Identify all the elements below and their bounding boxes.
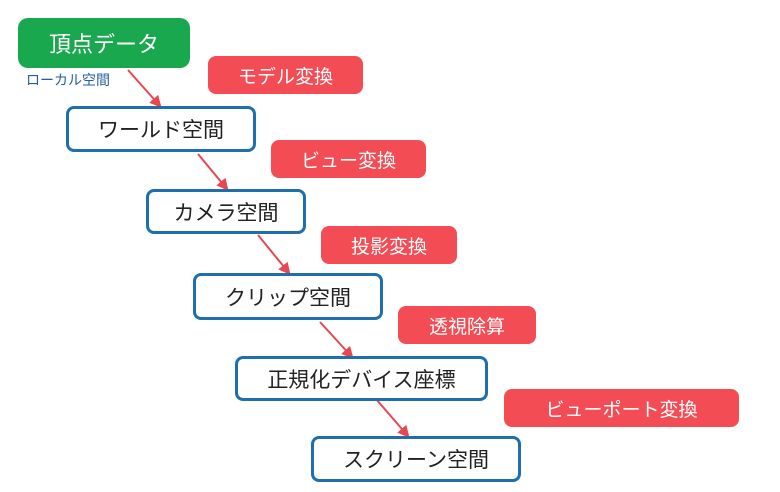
vertex-data-box: 頂点データ [18, 18, 190, 68]
arrow-view-transform [197, 153, 229, 191]
projection-transform-label: 投影変換 [321, 226, 457, 264]
arrow-perspective-divide [319, 321, 354, 359]
camera-space-box: カメラ空間 [146, 189, 306, 234]
arrow-projection-transform [257, 234, 291, 275]
arrow-model-transform [127, 69, 162, 108]
local-space-label: ローカル空間 [26, 73, 110, 89]
perspective-divide-label: 透視除算 [398, 306, 536, 344]
model-transform-label: モデル変換 [208, 56, 363, 94]
screen-space-box: スクリーン空間 [311, 436, 521, 482]
clip-space-box: クリップ空間 [193, 273, 383, 320]
arrow-viewport-transform [375, 398, 410, 438]
world-space-box: ワールド空間 [66, 106, 256, 152]
normalized-device-coordinates-box: 正規化デバイス座標 [235, 356, 488, 401]
viewport-transform-label: ビューポート変換 [504, 389, 739, 427]
view-transform-label: ビュー変換 [271, 140, 426, 178]
